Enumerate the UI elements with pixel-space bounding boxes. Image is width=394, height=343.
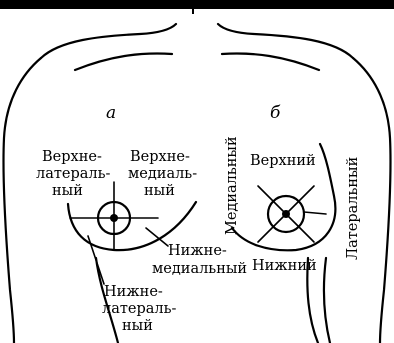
panel-label-b: б xyxy=(270,103,281,123)
label-lateral: Латеральный xyxy=(345,157,361,260)
label-lower: Нижний xyxy=(252,258,317,274)
right-lower-contour-2 xyxy=(324,258,330,343)
label-upper-lateral: Верхне- латераль- ный xyxy=(36,149,115,199)
leader-lateral xyxy=(304,212,326,214)
label-lower-medial: Нижне- медиальный xyxy=(152,243,247,277)
left-clavicle xyxy=(75,54,172,70)
label-upper: Верхний xyxy=(250,153,316,169)
top-border-tick xyxy=(192,0,194,14)
top-border-bar xyxy=(0,0,394,9)
right-clavicle xyxy=(222,54,319,70)
label-upper-medial: Верхне- медиаль- ный xyxy=(128,149,202,199)
panel-label-a: а xyxy=(106,103,116,123)
torso-left-outline xyxy=(3,58,41,343)
label-medial: Медиальный xyxy=(224,136,240,235)
